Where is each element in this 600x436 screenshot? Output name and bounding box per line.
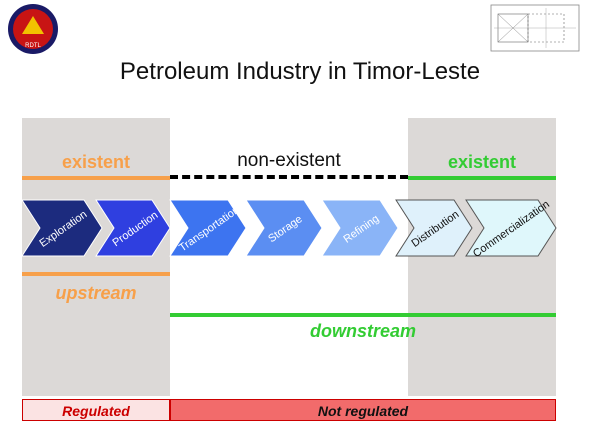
downstream-label: downstream [309,321,417,341]
existent-band-right [408,118,556,396]
technical-drawing-icon [490,4,580,52]
upstream-line [22,272,170,276]
institution-logo: RDTL [8,4,58,54]
stage-production: Production [95,199,171,257]
existent-line-left [22,176,170,180]
regulated-box: Regulated [22,399,170,421]
existent-band-left [22,118,170,396]
stage-refining: Refining [321,199,399,257]
existent-label-right: existent [447,152,517,172]
logo-text: RDTL [25,43,41,49]
stage-transportation: Transportation [169,199,247,257]
existent-line-right [408,176,556,180]
stage-distribution: Distribution [395,199,473,257]
value-chain-diagram: Exploration Production Transportation St… [21,198,557,260]
upstream-label: upstream [55,283,137,303]
slide-title: Petroleum Industry in Timor-Leste [119,58,481,85]
existent-label-left: existent [61,152,131,172]
non-existent-line [170,175,408,179]
stage-commercialization: Commercialization [465,198,557,260]
non-existent-label: non-existent [237,150,341,171]
not-regulated-box: Not regulated [170,399,556,421]
stage-exploration: Exploration [21,199,103,257]
downstream-line [170,313,556,317]
stage-storage: Storage [245,199,323,257]
